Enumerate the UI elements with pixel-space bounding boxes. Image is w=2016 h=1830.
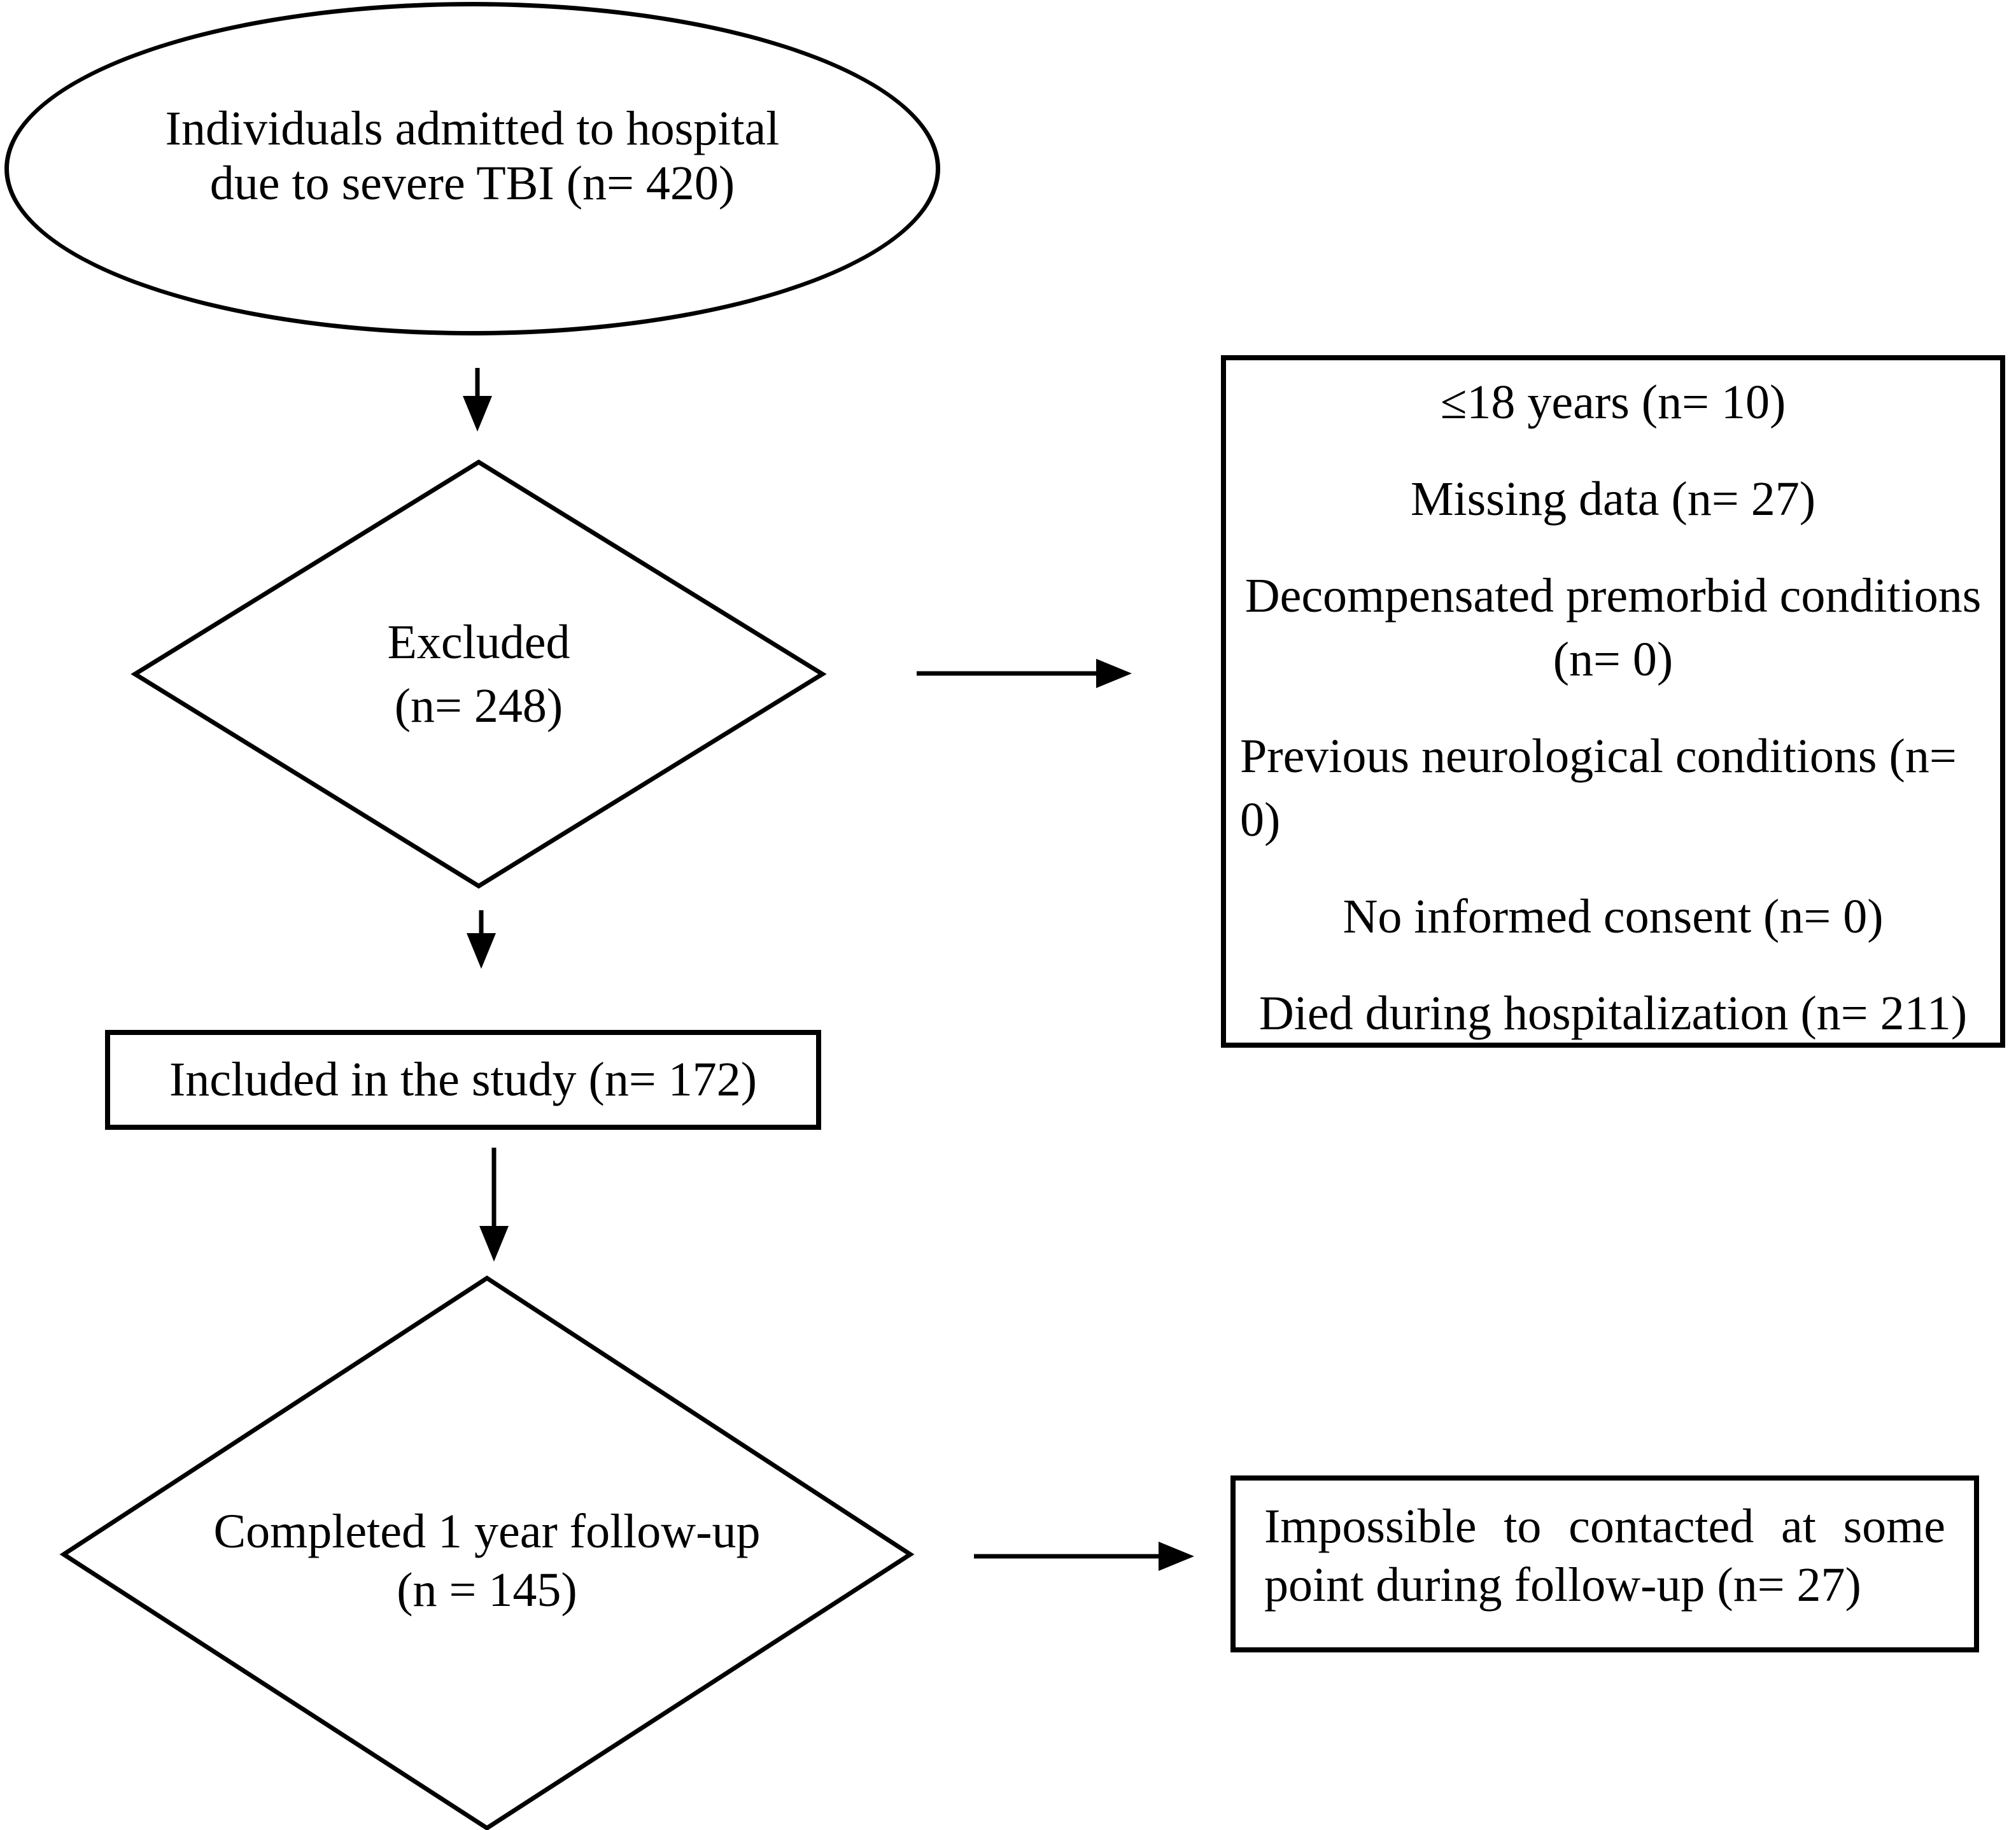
- admitted-label: Individuals admitted to hospital due to …: [166, 101, 780, 211]
- exclusion-reason-premorbid: Decompensated premorbid conditions (n= 0…: [1240, 564, 1986, 691]
- followup-label: Completed 1 year follow-up (n = 145): [64, 1278, 910, 1828]
- exclusion-reason-neurological-line-1: Previous neurological conditions (n=: [1240, 729, 1957, 783]
- admitted-label-line-2: due to severe TBI (n= 420): [209, 157, 735, 210]
- exclusion-reason-missing-data-text: Missing data (n= 27): [1410, 472, 1816, 526]
- included-box: Included in the study (n= 172): [105, 1030, 821, 1130]
- exclusion-reason-no-consent-text: No informed consent (n= 0): [1343, 890, 1884, 943]
- admitted-ellipse: Individuals admitted to hospital due to …: [4, 2, 940, 335]
- followup-diamond: [59, 1275, 915, 1830]
- arrow-excluded-to-included-head: [467, 933, 496, 969]
- exclusion-reason-premorbid-line-2: (n= 0): [1553, 633, 1674, 686]
- impossible-contact-label: Impossible to contacted at some point du…: [1264, 1500, 1945, 1612]
- included-label: Included in the study (n= 172): [169, 1053, 758, 1106]
- exclusion-reason-age-text: ≤18 years (n= 10): [1440, 376, 1786, 429]
- exclusion-reasons-box: ≤18 years (n= 10) Missing data (n= 27) D…: [1221, 355, 2005, 1048]
- exclusion-reason-no-consent: No informed consent (n= 0): [1240, 885, 1986, 948]
- arrow-admitted-to-excluded-head: [463, 396, 492, 432]
- excluded-label-line-1: Excluded: [387, 616, 570, 669]
- impossible-contact-box: Impossible to contacted at some point du…: [1230, 1475, 1979, 1652]
- excluded-label-line-2: (n= 248): [394, 679, 563, 733]
- arrow-followup-to-contact-head: [1159, 1542, 1194, 1571]
- excluded-label: Excluded (n= 248): [135, 462, 822, 886]
- exclusion-reason-premorbid-line-1: Decompensated premorbid conditions: [1244, 569, 1982, 623]
- admitted-label-line-1: Individuals admitted to hospital: [165, 102, 780, 155]
- arrow-excluded-to-reasons-head: [1096, 659, 1132, 688]
- exclusion-reason-died: Died during hospitalization (n= 211): [1240, 982, 1986, 1045]
- arrow-included-to-followup-head: [479, 1226, 509, 1262]
- exclusion-reason-missing-data: Missing data (n= 27): [1240, 467, 1986, 531]
- followup-label-line-2: (n = 145): [397, 1563, 577, 1617]
- exclusion-reason-neurological: Previous neurological conditions (n= 0): [1240, 724, 1986, 852]
- followup-label-line-1: Completed 1 year follow-up: [213, 1505, 761, 1558]
- excluded-diamond: [130, 459, 827, 889]
- exclusion-reason-died-text: Died during hospitalization (n= 211): [1258, 987, 1968, 1040]
- exclusion-reason-age: ≤18 years (n= 10): [1240, 370, 1986, 434]
- exclusion-reason-neurological-line-2: 0): [1240, 793, 1281, 847]
